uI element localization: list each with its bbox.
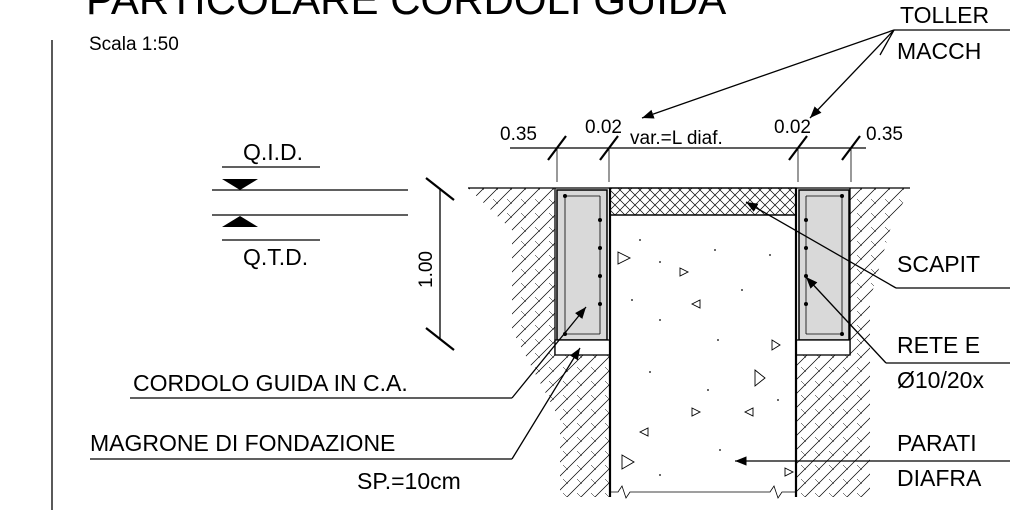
level-markers: Q.I.D. Q.T.D.	[212, 139, 408, 270]
dimension-height-label: 1.00	[416, 251, 437, 288]
dimension-right-inner: 0.02	[774, 117, 811, 138]
label-magrone-line1: MAGRONE DI FONDAZIONE	[90, 430, 395, 456]
dimension-right-outer: 0.35	[866, 124, 903, 145]
label-toller-line1: TOLLER	[900, 2, 989, 28]
right-lean-concrete	[795, 339, 851, 356]
label-toller-line2: MACCH	[897, 38, 981, 64]
dimension-left-outer: 0.35	[500, 124, 537, 145]
scapitozzatura-hatch	[609, 187, 797, 216]
label-parati-line1: PARATI	[897, 430, 977, 456]
label-parati-line2: DIAFRA	[897, 465, 982, 491]
right-rebar	[804, 194, 844, 336]
label-rete-line2: Ø10/20x	[897, 367, 984, 393]
leader-toller: TOLLER MACCH	[641, 2, 1010, 119]
leader-rete: RETE E Ø10/20x	[805, 276, 1010, 393]
leader-magrone: MAGRONE DI FONDAZIONE SP.=10cm	[90, 347, 581, 494]
left-guide-wall	[556, 189, 608, 341]
dimension-left-inner: 0.02	[585, 117, 622, 138]
leader-scapit: SCAPIT	[745, 201, 1010, 289]
drawing-title: PARTICOLARE CORDOLI GUIDA	[86, 0, 726, 23]
soil-left-hatch	[468, 188, 610, 497]
diaphragm-panel	[608, 188, 798, 499]
level-qtd-label: Q.T.D.	[243, 244, 308, 270]
dimension-middle: var.=L diaf.	[630, 128, 723, 149]
label-cordolo: CORDOLO GUIDA IN C.A.	[133, 370, 408, 396]
leader-cordolo: CORDOLO GUIDA IN C.A.	[130, 306, 587, 399]
soil-right-hatch	[796, 188, 910, 497]
drawing-scale: Scala 1:50	[89, 34, 179, 55]
label-rete-line1: RETE E	[897, 332, 980, 358]
level-qtd-marker	[222, 216, 258, 227]
left-rebar	[563, 194, 602, 336]
left-lean-concrete	[554, 339, 611, 356]
level-qid-marker	[222, 179, 258, 190]
label-magrone-line2: SP.=10cm	[357, 468, 461, 494]
right-guide-wall	[798, 189, 850, 341]
dimension-height: 1.00	[416, 177, 455, 351]
level-qid-label: Q.I.D.	[243, 139, 303, 165]
label-scapit: SCAPIT	[897, 251, 980, 277]
leader-parati: PARATI DIAFRA	[735, 430, 1010, 491]
dimension-top-chain: 0.35 0.02 var.=L diaf. 0.02 0.35	[500, 117, 903, 182]
